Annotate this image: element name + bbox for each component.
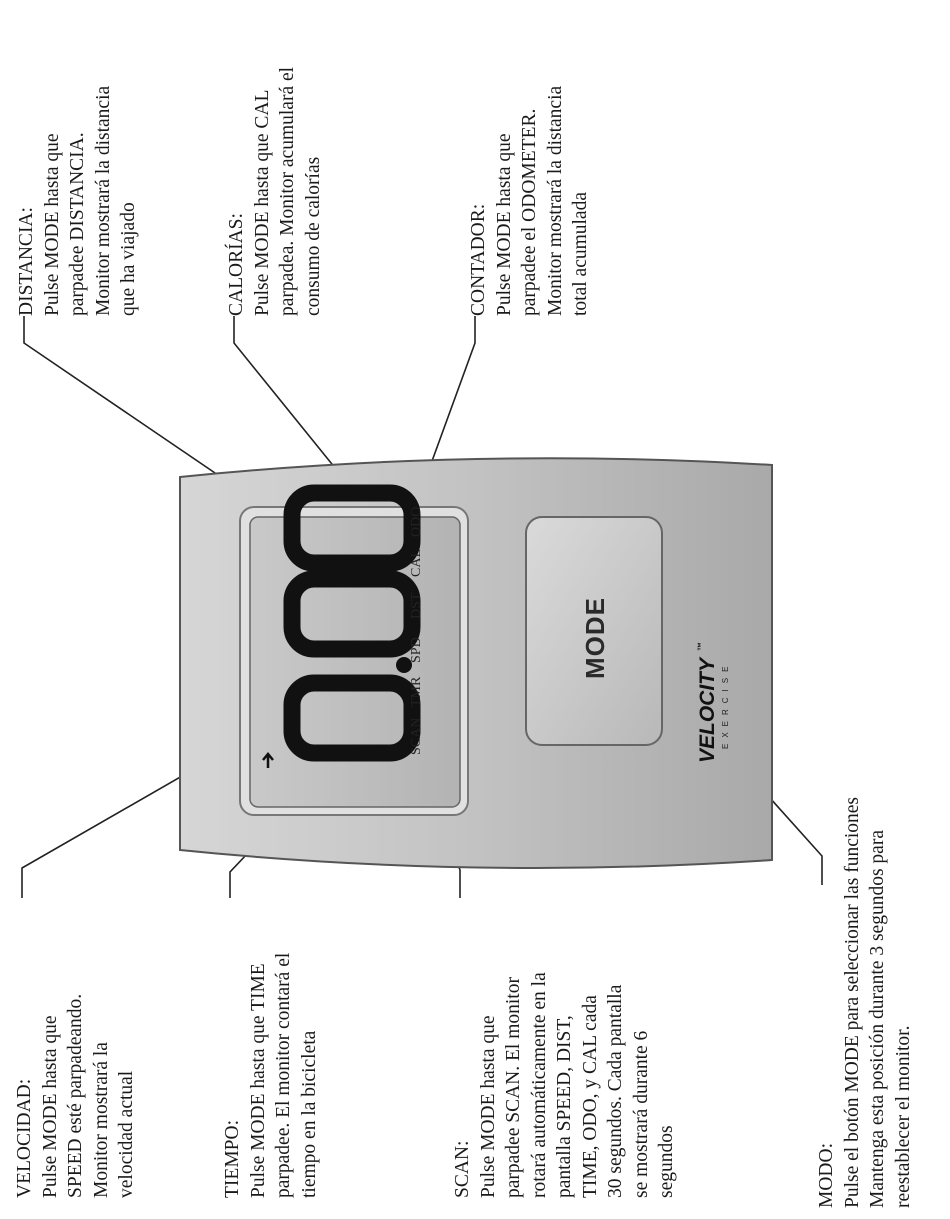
mode-button[interactable] bbox=[525, 516, 663, 746]
callout-line: SPEED esté parpadeando. bbox=[65, 993, 86, 1198]
callout-line: parpadee. El monitor contará el bbox=[273, 952, 294, 1198]
lcd-label-spd: SPD bbox=[409, 637, 424, 663]
svg-text:VELOCITY: VELOCITY bbox=[696, 656, 719, 763]
lcd-label-cal: CAL bbox=[409, 549, 424, 577]
callout-distancia: DISTANCIA: Pulse MODE hasta que parpadee… bbox=[14, 86, 142, 316]
callout-line: Pulse MODE hasta que TIME bbox=[247, 963, 269, 1198]
svg-text:EXERCISE: EXERCISE bbox=[721, 661, 730, 749]
lcd-label-dst: DST bbox=[409, 592, 424, 619]
callout-contador: CONTADOR: Pulse MODE hasta que parpadee … bbox=[466, 86, 594, 316]
callout-line: pantalla SPEED, DIST, bbox=[554, 1015, 575, 1198]
cycle-monitor: SCAN TMR SPD DST CAL ODO MODE VELOCITY ™… bbox=[176, 455, 776, 870]
callout-scan: SCAN: Pulse MODE hasta que parpadee SCAN… bbox=[450, 972, 680, 1198]
callout-line: Pulse el botón MODE para seleccionar las… bbox=[841, 796, 863, 1208]
callout-line: Pulse MODE hasta que CAL bbox=[251, 89, 273, 316]
callout-line: Monitor mostrará la distancia bbox=[92, 85, 114, 316]
callout-line: Pulse MODE hasta que bbox=[41, 133, 63, 316]
callout-line: parpadee DISTANCIA. bbox=[67, 132, 88, 316]
callout-line: rotará automáticamente en la bbox=[528, 972, 550, 1198]
lcd-digits bbox=[283, 484, 421, 762]
callout-line: total acumulada bbox=[570, 192, 591, 316]
callout-line: parpadea. Monitor acumulará el bbox=[277, 66, 298, 316]
callout-line: parpadee SCAN. El monitor bbox=[503, 977, 524, 1198]
callout-velocidad: VELOCIDAD: Pulse MODE hasta que SPEED es… bbox=[12, 994, 140, 1198]
callout-title: TIEMPO: bbox=[222, 1120, 243, 1198]
callout-line: TIME, ODO, y CAL cada bbox=[579, 995, 601, 1198]
callout-title: DISTANCIA: bbox=[16, 207, 37, 316]
callout-line: 30 segundos. Cada pantalla bbox=[605, 984, 626, 1198]
callout-title: CALORÍAS: bbox=[226, 213, 247, 316]
lcd-label-odo: ODO bbox=[409, 507, 424, 537]
callout-line: velocidad actual bbox=[116, 1070, 137, 1198]
callout-tiempo: TIEMPO: Pulse MODE hasta que TIME parpad… bbox=[220, 953, 322, 1198]
lcd-label-scan: SCAN bbox=[409, 718, 424, 755]
callout-modo: MODO: Pulse el botón MODE para seleccion… bbox=[814, 797, 916, 1208]
callout-line: segundos bbox=[656, 1125, 677, 1198]
velocity-logo: VELOCITY ™ EXERCISE bbox=[696, 642, 730, 763]
callout-line: tiempo en la bicicleta bbox=[298, 1030, 320, 1198]
callout-line: consumo de calorías bbox=[302, 156, 324, 316]
callout-line: Pulse MODE hasta que bbox=[477, 1015, 499, 1198]
callout-line: que ha viajado bbox=[118, 202, 139, 316]
callout-title: VELOCIDAD: bbox=[14, 1078, 35, 1198]
callout-title: MODO: bbox=[816, 1142, 837, 1208]
callout-line: Monitor mostrará la bbox=[90, 1042, 112, 1198]
callout-line: reestablecer el monitor. bbox=[892, 1025, 914, 1208]
mode-button-label: MODE bbox=[580, 597, 610, 679]
callout-line: se mostrará durante 6 bbox=[630, 1030, 652, 1198]
callout-title: CONTADOR: bbox=[468, 203, 489, 316]
callout-calorias: CALORÍAS: Pulse MODE hasta que CAL parpa… bbox=[224, 67, 326, 316]
svg-text:™: ™ bbox=[696, 642, 706, 651]
callout-line: Pulse MODE hasta que bbox=[39, 1015, 61, 1198]
lcd-label-tmr: TMR bbox=[409, 676, 424, 707]
callout-line: Monitor mostrará la distancia bbox=[544, 85, 566, 316]
callout-line: Pulse MODE hasta que bbox=[493, 133, 515, 316]
callout-line: Mantenga esta posición durante 3 segundo… bbox=[867, 830, 888, 1208]
callout-title: SCAN: bbox=[452, 1140, 473, 1198]
callout-line: parpadee el ODOMETER. bbox=[519, 108, 540, 316]
